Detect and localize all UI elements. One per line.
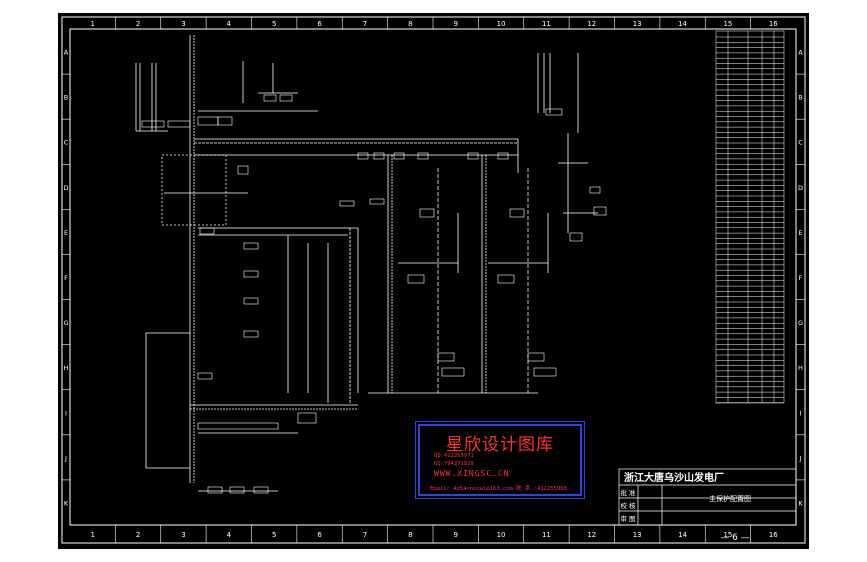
grid-column-label: 15 [723, 531, 732, 539]
grid-row-label: F [799, 274, 803, 282]
grid-row-label: I [800, 409, 802, 417]
grid-row-label: G [798, 319, 803, 327]
watermark-qq2: QQ:794271919 [434, 461, 474, 467]
grid-rows-right: A B C D E F G H I J K [796, 49, 805, 507]
grid-column-label: 14 [678, 531, 687, 539]
grid-column-label: 16 [769, 20, 778, 28]
grid-row-label: A [798, 49, 803, 57]
grid-rows-left: A B C D E F G H I J K [62, 49, 70, 507]
grid-column-label: 5 [272, 20, 276, 28]
title-block [618, 468, 797, 526]
watermark-mail: Email: 4o54rnonal@163.com 联 系 :412255960 [430, 486, 567, 492]
watermark-title: 星欣设计图库 [446, 435, 554, 455]
role-approve: 批 准 [620, 488, 636, 497]
grid-row-label: B [798, 94, 802, 102]
grid-column-label: 8 [408, 20, 412, 28]
grid-row-label: K [64, 499, 69, 507]
grid-column-label: 14 [678, 20, 687, 28]
grid-column-label: 4 [227, 531, 232, 539]
grid-column-label: 10 [497, 531, 506, 539]
grid-column-label: 3 [181, 20, 185, 28]
grid-row-label: E [64, 229, 68, 237]
watermark-web: WWW.XINGSC.CN [434, 469, 510, 478]
grid-row-label: H [798, 364, 803, 372]
role-check: 校 核 [620, 501, 636, 510]
grid-row-label: C [798, 139, 803, 147]
grid-column-label: 2 [136, 20, 140, 28]
grid-column-label: 9 [453, 20, 457, 28]
grid-column-label: 7 [363, 531, 367, 539]
grid-column-label: 12 [587, 531, 596, 539]
grid-column-label: 13 [633, 531, 642, 539]
grid-column-label: 2 [136, 531, 140, 539]
grid-row-label: E [798, 229, 802, 237]
grid-row-label: D [63, 184, 68, 192]
parts-list-table [715, 30, 785, 404]
grid-column-label: 4 [227, 20, 232, 28]
grid-row-label: F [64, 274, 68, 282]
grid-column-label: 11 [542, 531, 551, 539]
schematic-components [141, 94, 607, 494]
grid-row-label: K [798, 499, 803, 507]
grid-column-label: 13 [633, 20, 642, 28]
grid-row-label: I [65, 409, 67, 417]
grid-row-label: B [64, 94, 68, 102]
grid-column-label: 5 [272, 531, 276, 539]
grid-row-label: D [798, 184, 803, 192]
drawing-title: 主保护配置图 [709, 494, 751, 503]
grid-column-label: 6 [317, 20, 322, 28]
grid-column-label: 9 [453, 531, 457, 539]
grid-column-label: 8 [408, 531, 412, 539]
role-review: 审 图 [620, 514, 635, 523]
grid-row-label: G [63, 319, 68, 327]
grid-row-label: A [64, 49, 69, 57]
grid-column-label: 10 [497, 20, 506, 28]
outer-frame [61, 16, 806, 544]
grid-row-label: J [64, 454, 67, 462]
grid-column-label: 11 [542, 20, 551, 28]
plant-name: 浙江大唐乌沙山发电厂 [624, 471, 724, 484]
page-number: — 6 — [720, 533, 750, 543]
grid-row-label: H [64, 364, 69, 372]
watermark-box: 星欣设计图库 QQ:412255971 QQ:794271919 WWW.XIN… [415, 421, 585, 499]
grid-column-label: 1 [90, 20, 94, 28]
schematic-wiring [135, 35, 598, 492]
grid-column-label: 15 [723, 20, 732, 28]
grid-column-label: 16 [769, 531, 778, 539]
grid-row-label: J [799, 454, 802, 462]
grid-column-label: 7 [363, 20, 367, 28]
grid-row-label: C [64, 139, 69, 147]
grid-column-label: 12 [587, 20, 596, 28]
grid-column-label: 3 [181, 531, 185, 539]
grid-column-label: 6 [317, 531, 322, 539]
grid-column-label: 1 [90, 531, 94, 539]
watermark-qq1: QQ:412255971 [434, 453, 474, 459]
